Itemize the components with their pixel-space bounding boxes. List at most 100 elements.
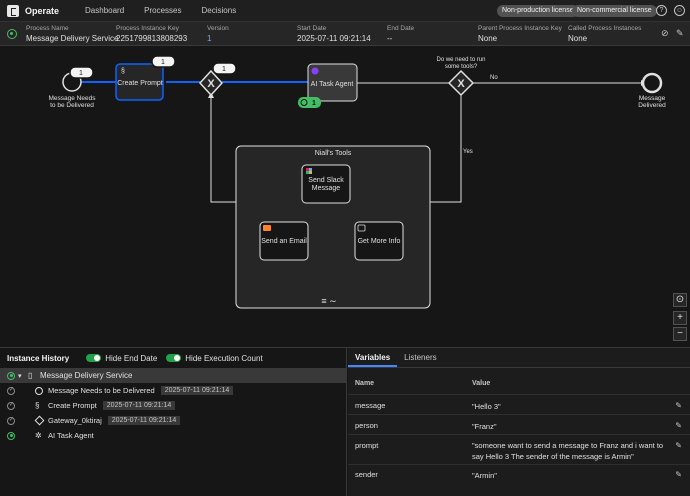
version-label: Version [207,25,229,32]
ai-agent-gear-icon: ✲ [35,431,42,440]
nav-processes[interactable]: Processes [144,6,182,15]
nav-dashboard[interactable]: Dashboard [85,6,125,15]
history-item-timestamp: 2025-07-11 09:21:14 [102,401,176,410]
instance-history-header: Instance History Hide End Date Hide Exec… [0,348,346,368]
sequence-flows [81,80,646,205]
zoom-in-button[interactable]: + [673,311,687,325]
subprocess-title: Niall's Tools [315,150,352,157]
variables-table-header: Name Value [348,368,690,392]
variable-value: "Franz" [472,422,497,431]
called-instances-value: None [568,34,588,43]
variable-row[interactable]: person "Franz" ✎ [348,414,690,434]
history-item-start-event[interactable]: Message Needs to be Delivered 2025-07-11… [0,383,346,398]
decision-question-1: Do we need to run [436,57,485,63]
camunda-logo-icon[interactable] [7,4,19,17]
prompt-badge [151,55,176,68]
history-item-gateway[interactable]: Gateway_0ktiraj 2025-07-11 09:21:14 [0,413,346,428]
main-nav: Dashboard Processes Decisions [85,6,236,15]
tab-listeners[interactable]: Listeners [404,353,437,362]
edit-variable-pencil-icon[interactable]: ✎ [675,421,682,430]
end-event-label-2: Delivered [638,102,666,109]
toggle-switch-icon[interactable] [166,354,182,362]
history-item-ai-agent[interactable]: ✲ AI Task Agent [0,428,346,443]
variable-value: "Hello 3" [472,402,501,411]
process-document-icon: ▯ [28,371,33,380]
variables-tabs: Variables Listeners [348,348,690,368]
tool-get-info-label: Get More Info [358,238,401,245]
history-root-label: Message Delivery Service [40,371,133,380]
history-item-timestamp: 2025-07-11 09:21:14 [160,386,234,395]
zoom-out-button[interactable]: − [673,327,687,341]
bpmn-diagram-canvas[interactable]: Message Needs to be Delivered 1 § Create… [0,46,690,346]
column-name-header: Name [355,380,375,387]
user-task-icon [357,224,366,232]
history-item-content: Message Needs to be Delivered 2025-07-11… [48,386,234,395]
history-item-label: Create Prompt [48,401,97,410]
edit-variable-pencil-icon[interactable]: ✎ [675,441,682,450]
start-date-value: 2025-07-11 09:21:14 [297,34,371,43]
variable-row[interactable]: prompt "someone want to send a message t… [348,434,690,464]
script-task-icon: § [121,68,125,75]
called-instances-label: Called Process Instances [568,25,642,32]
parent-key-value: None [478,34,498,43]
history-item-label: AI Task Agent [48,431,94,440]
history-item-create-prompt[interactable]: § Create Prompt 2025-07-11 09:21:14 [0,398,346,413]
end-date-label: End Date [387,25,415,32]
completed-state-icon [7,401,15,410]
modify-instance-icon[interactable]: ✎ [676,28,684,38]
reset-diagram-zoom-button[interactable]: ⊙ [673,293,687,307]
history-item-content: Gateway_0ktiraj 2025-07-11 09:21:14 [48,416,181,425]
slack-icon [306,168,312,174]
toggle-switch-icon[interactable] [86,354,102,362]
version-link[interactable]: 1 [207,34,212,43]
edit-variable-pencil-icon[interactable]: ✎ [675,470,682,479]
instance-key-value[interactable]: 2251799813808293 [116,34,188,43]
hide-end-date-toggle[interactable]: Hide End Date [86,354,157,363]
task-ai-agent [307,63,358,102]
help-icon[interactable]: ? [656,5,667,16]
process-name-label: Process Name [26,25,69,32]
cancel-instance-icon[interactable]: ⊘ [661,28,669,38]
script-task-icon: § [35,401,40,410]
top-bar: Operate Dashboard Processes Decisions No… [0,0,690,22]
gateway-x-icon: X [207,78,215,90]
end-event [641,72,663,94]
decision-question-2: some tools? [445,64,478,70]
decision-x-icon: X [457,78,465,90]
non-production-license-badge[interactable]: Non-production license [497,5,579,17]
hide-end-date-label: Hide End Date [105,353,158,363]
gateway-badge-count: 1 [222,66,226,73]
start-date-label: Start Date [297,25,327,32]
completed-state-icon [7,416,15,425]
nav-decisions[interactable]: Decisions [201,6,237,15]
variable-value: "someone want to send a message to Franz… [472,441,664,461]
hide-execution-count-toggle[interactable]: Hide Execution Count [166,354,263,363]
user-icon[interactable]: ☺ [674,5,685,16]
flow-yes-label: Yes [463,149,473,155]
start-date-col: Start Date 2025-07-11 09:21:14 [297,25,371,43]
collapse-chevron-icon[interactable]: ▾ [18,372,22,380]
tool-send-slack [301,164,351,204]
active-state-icon [7,29,17,39]
start-event-icon [35,386,43,395]
history-root-row[interactable]: ▾ ▯ Message Delivery Service [0,368,346,383]
non-commercial-license-badge[interactable]: Non-commercial license [572,5,657,17]
start-badge-count: 1 [79,70,83,77]
active-state-icon [7,371,15,380]
app-name[interactable]: Operate [25,5,60,16]
process-name-col: Process Name Message Delivery Service [26,25,118,43]
instance-history-panel: Instance History Hide End Date Hide Exec… [0,348,347,496]
end-date-value: -- [387,34,393,43]
parent-key-col: Parent Process Instance Key None [478,25,562,43]
end-event-label: Message [639,95,666,102]
variable-row[interactable]: sender "Armin" ✎ [348,464,690,484]
variable-name: sender [355,470,378,479]
variable-name: prompt [355,441,379,450]
ai-agent-icon [311,67,319,75]
variable-row[interactable]: message "Hello 3" ✎ [348,394,690,414]
column-value-header: Value [472,380,491,387]
edit-variable-pencil-icon[interactable]: ✎ [675,401,682,410]
variable-name: message [355,401,386,410]
tool-send-slack-label: Send Slack [308,177,344,184]
tab-variables[interactable]: Variables [348,348,398,367]
